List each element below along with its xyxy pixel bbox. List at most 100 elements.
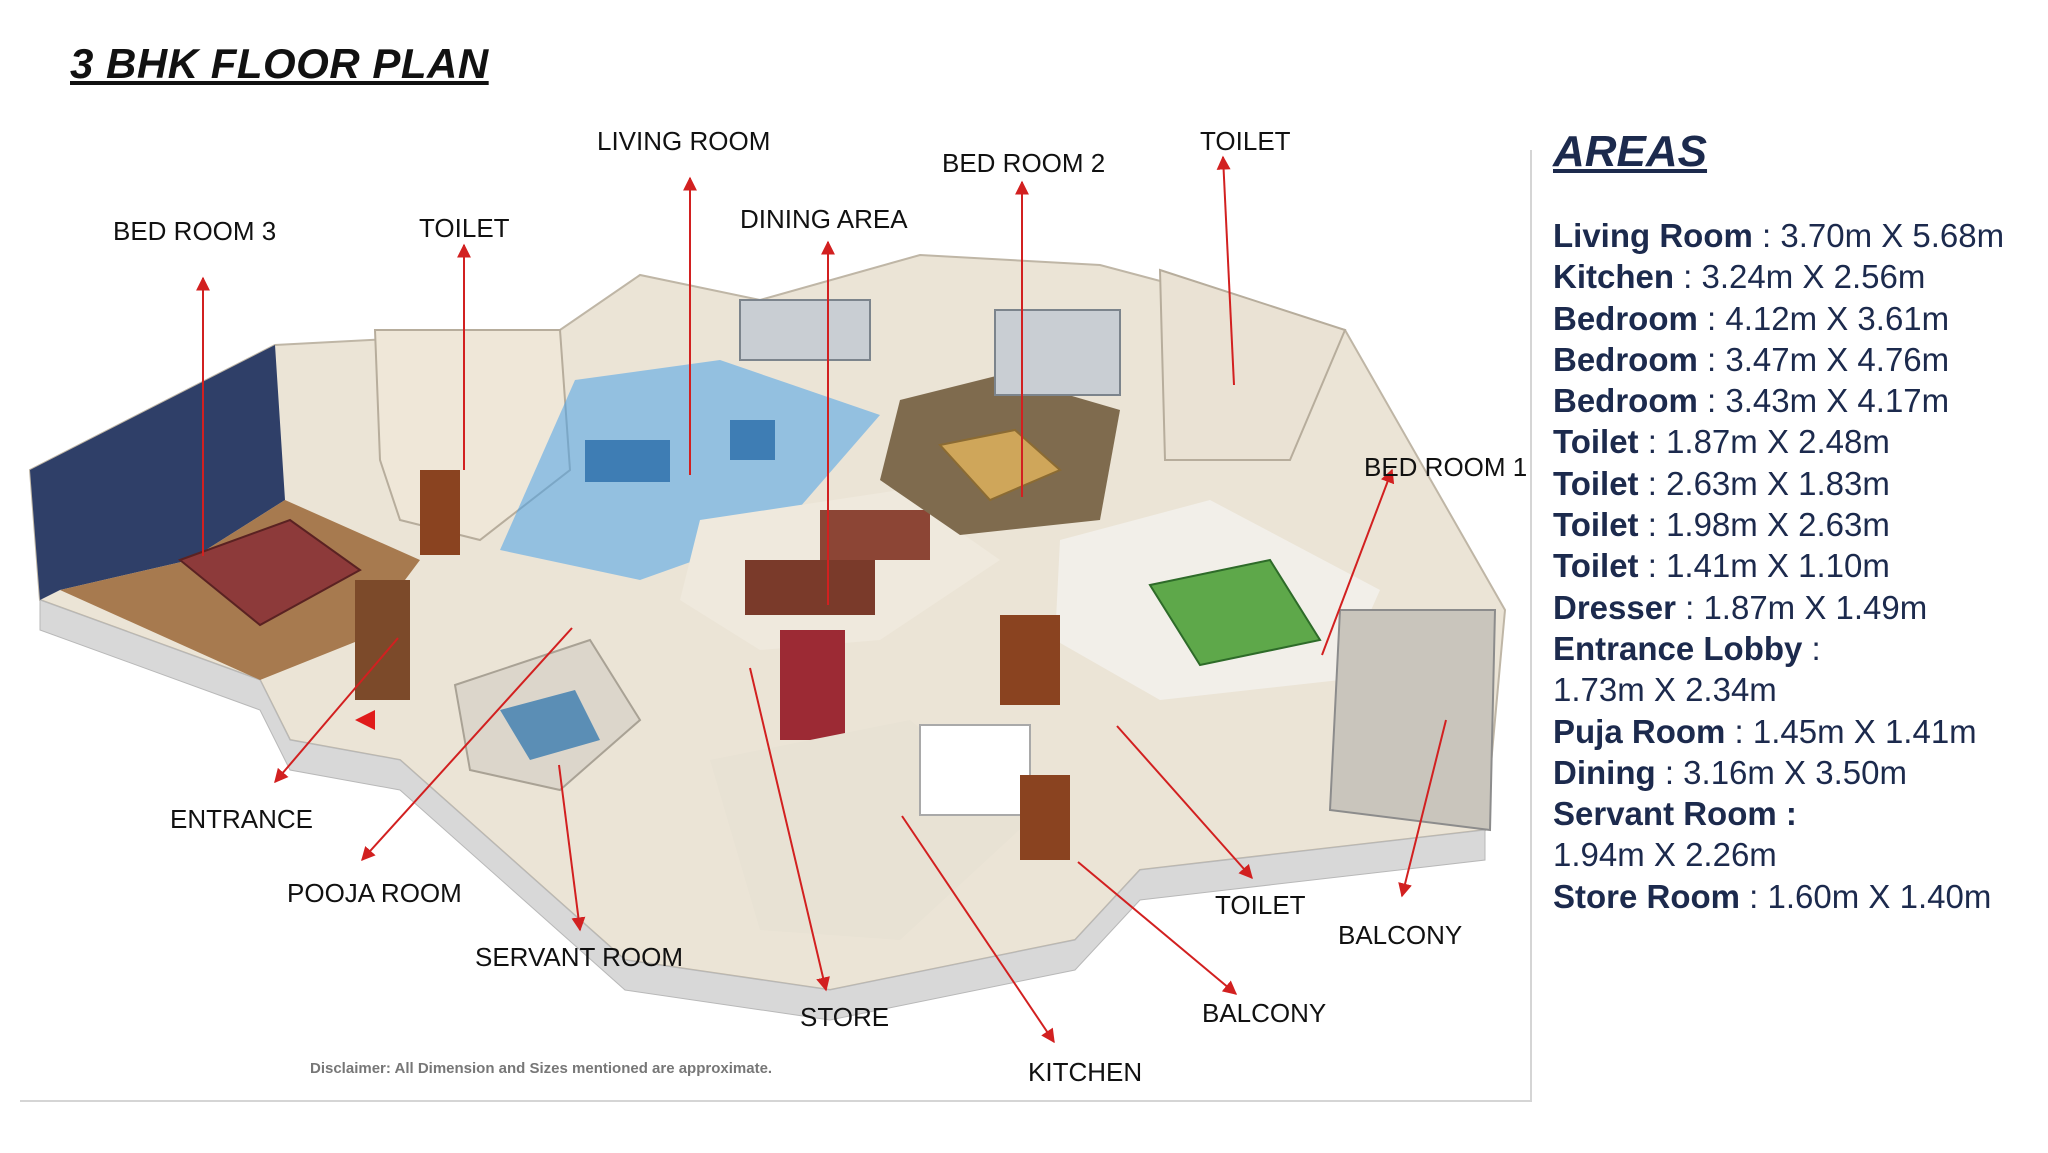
dining-table [745,560,875,615]
area-item-name: Toilet [1553,423,1639,461]
area-item-value: 3.47m X 4.76m [1725,340,1950,378]
annotation-arrows [196,155,1447,1044]
area-item-name: Toilet [1553,547,1639,585]
balcony-right-floor [1328,609,1497,832]
label-pooja-room: POOJA ROOM [287,878,462,908]
door-kitchen [1020,775,1070,860]
arrow-balcony-bottom [1077,861,1238,995]
areas-title: AREAS [1553,127,1708,176]
living-window [739,299,871,361]
area-item-separator: : [1752,217,1781,254]
area-item-separator: : [1675,588,1704,626]
area-item-value: 3.43m X 4.17m [1725,382,1950,420]
area-item-name: Entrance Lobby [1553,629,1803,667]
arrow-toilet-top [1216,155,1235,386]
area-item: Bedroom : 3.47m X 4.76m [1553,339,2043,380]
area-item: Toilet : 1.41m X 1.10m [1553,545,2043,586]
label-store: STORE [800,1002,890,1032]
area-item-value: 1.87m X 1.49m [1703,588,1928,626]
label-bed-room-1: BED ROOM 1 [1364,452,1528,482]
armchair [730,420,775,460]
area-item-name: Bedroom [1553,382,1698,420]
label-kitchen: KITCHEN [1028,1057,1143,1087]
area-item-separator: : [1725,712,1753,750]
area-item-value: 1.94m X 2.26m [1553,836,1777,874]
area-item-value: 1.41m X 1.10m [1666,547,1890,585]
entrance-door [355,580,410,700]
door-bed-1 [1000,615,1060,705]
disclaimer: Disclaimer: All Dimension and Sizes ment… [310,1060,773,1077]
area-item-name: Living Room [1553,217,1753,254]
entrance-arrow-marker [355,710,375,730]
label-toilet-bottom: TOILET [1215,890,1306,920]
area-item-name: Toilet [1553,506,1639,544]
area-item-value: 1.87m X 2.48m [1666,423,1890,461]
label-dining-area: DINING AREA [740,204,908,234]
label-toilet-left: TOILET [419,213,510,243]
area-item-name: Dining [1553,753,1656,791]
area-item: Living Room : 3.70m X 5.68m [1553,215,2043,256]
area-item-value: 1.73m X 2.34m [1553,671,1777,709]
label-balcony-bottom: BALCONY [1202,998,1327,1028]
kitchen-counter [919,724,1031,816]
area-item-separator: : [1740,877,1768,915]
area-item: Toilet : 1.87m X 2.48m [1553,421,2043,462]
area-item: Bedroom : 3.43m X 4.17m [1553,380,2043,421]
area-item: Store Room : 1.60m X 1.40m [1553,876,2043,917]
area-item-separator: : [1674,258,1702,296]
servant-bed [500,690,600,760]
area-item: Dining : 3.16m X 3.50m [1553,752,2043,793]
area-item-name: Bedroom [1553,340,1698,378]
arrow-kitchen [901,815,1055,1044]
arrow-balcony-right [1398,719,1447,898]
label-bed-room-3: BED ROOM 3 [113,216,277,246]
area-item-name: Dresser [1553,588,1676,626]
area-item-separator: : [1638,506,1667,544]
label-toilet-top: TOILET [1200,126,1291,156]
area-item-name: Bedroom [1553,299,1698,337]
fridge [780,630,845,740]
area-item-value: 3.70m X 5.68m [1780,217,2005,254]
area-item-separator: : [1802,629,1821,667]
bed-3 [177,518,362,627]
area-item: Servant Room : [1553,793,2043,834]
sideboard [820,510,930,560]
area-item: Kitchen : 3.24m X 2.56m [1553,256,2043,297]
label-servant-room: SERVANT ROOM [475,942,684,972]
arrow-servant-room [558,764,586,932]
floor-plan-illustration [28,155,1507,1044]
bed-room-2-window [994,309,1121,396]
area-item-name: Toilet [1553,464,1639,502]
area-item-name: Store Room [1553,877,1741,915]
area-item: 1.94m X 2.26m [1553,834,2043,875]
arrow-pooja-room [361,627,573,862]
label-entrance: ENTRANCE [170,804,314,834]
area-item-value: 1.60m X 1.40m [1767,877,1992,915]
area-item: Dresser : 1.87m X 1.49m [1553,587,2043,628]
label-bed-room-2: BED ROOM 2 [942,148,1106,178]
toilet-top-room [1158,268,1347,461]
area-item-value: 3.16m X 3.50m [1683,753,1907,791]
door-left-toilet [420,470,460,555]
area-item-separator: : [1638,547,1667,585]
area-item-separator: : [1697,299,1726,337]
arrow-store [749,667,830,992]
bed-2 [938,428,1062,502]
area-item: Entrance Lobby : [1553,628,2043,669]
area-item-separator: : [1697,382,1726,420]
area-item: Bedroom : 4.12m X 3.61m [1553,298,2043,339]
bed-room-3-accent-wall [30,345,285,600]
sofa [585,440,670,482]
area-item-separator: : [1638,423,1667,461]
label-living-room: LIVING ROOM [597,126,771,156]
area-item-value: 1.98m X 2.63m [1666,506,1890,544]
area-item-separator: : [1655,753,1684,791]
label-balcony-right: BALCONY [1338,920,1463,950]
area-item-value: 2.63m X 1.83m [1666,464,1890,502]
arrow-bed-room-1 [1321,468,1395,656]
floor-plan-frame [20,150,1532,1102]
area-item: Toilet : 1.98m X 2.63m [1553,504,2043,545]
area-item: Toilet : 2.63m X 1.83m [1553,463,2043,504]
area-item-name: Servant Room : [1553,795,1797,833]
